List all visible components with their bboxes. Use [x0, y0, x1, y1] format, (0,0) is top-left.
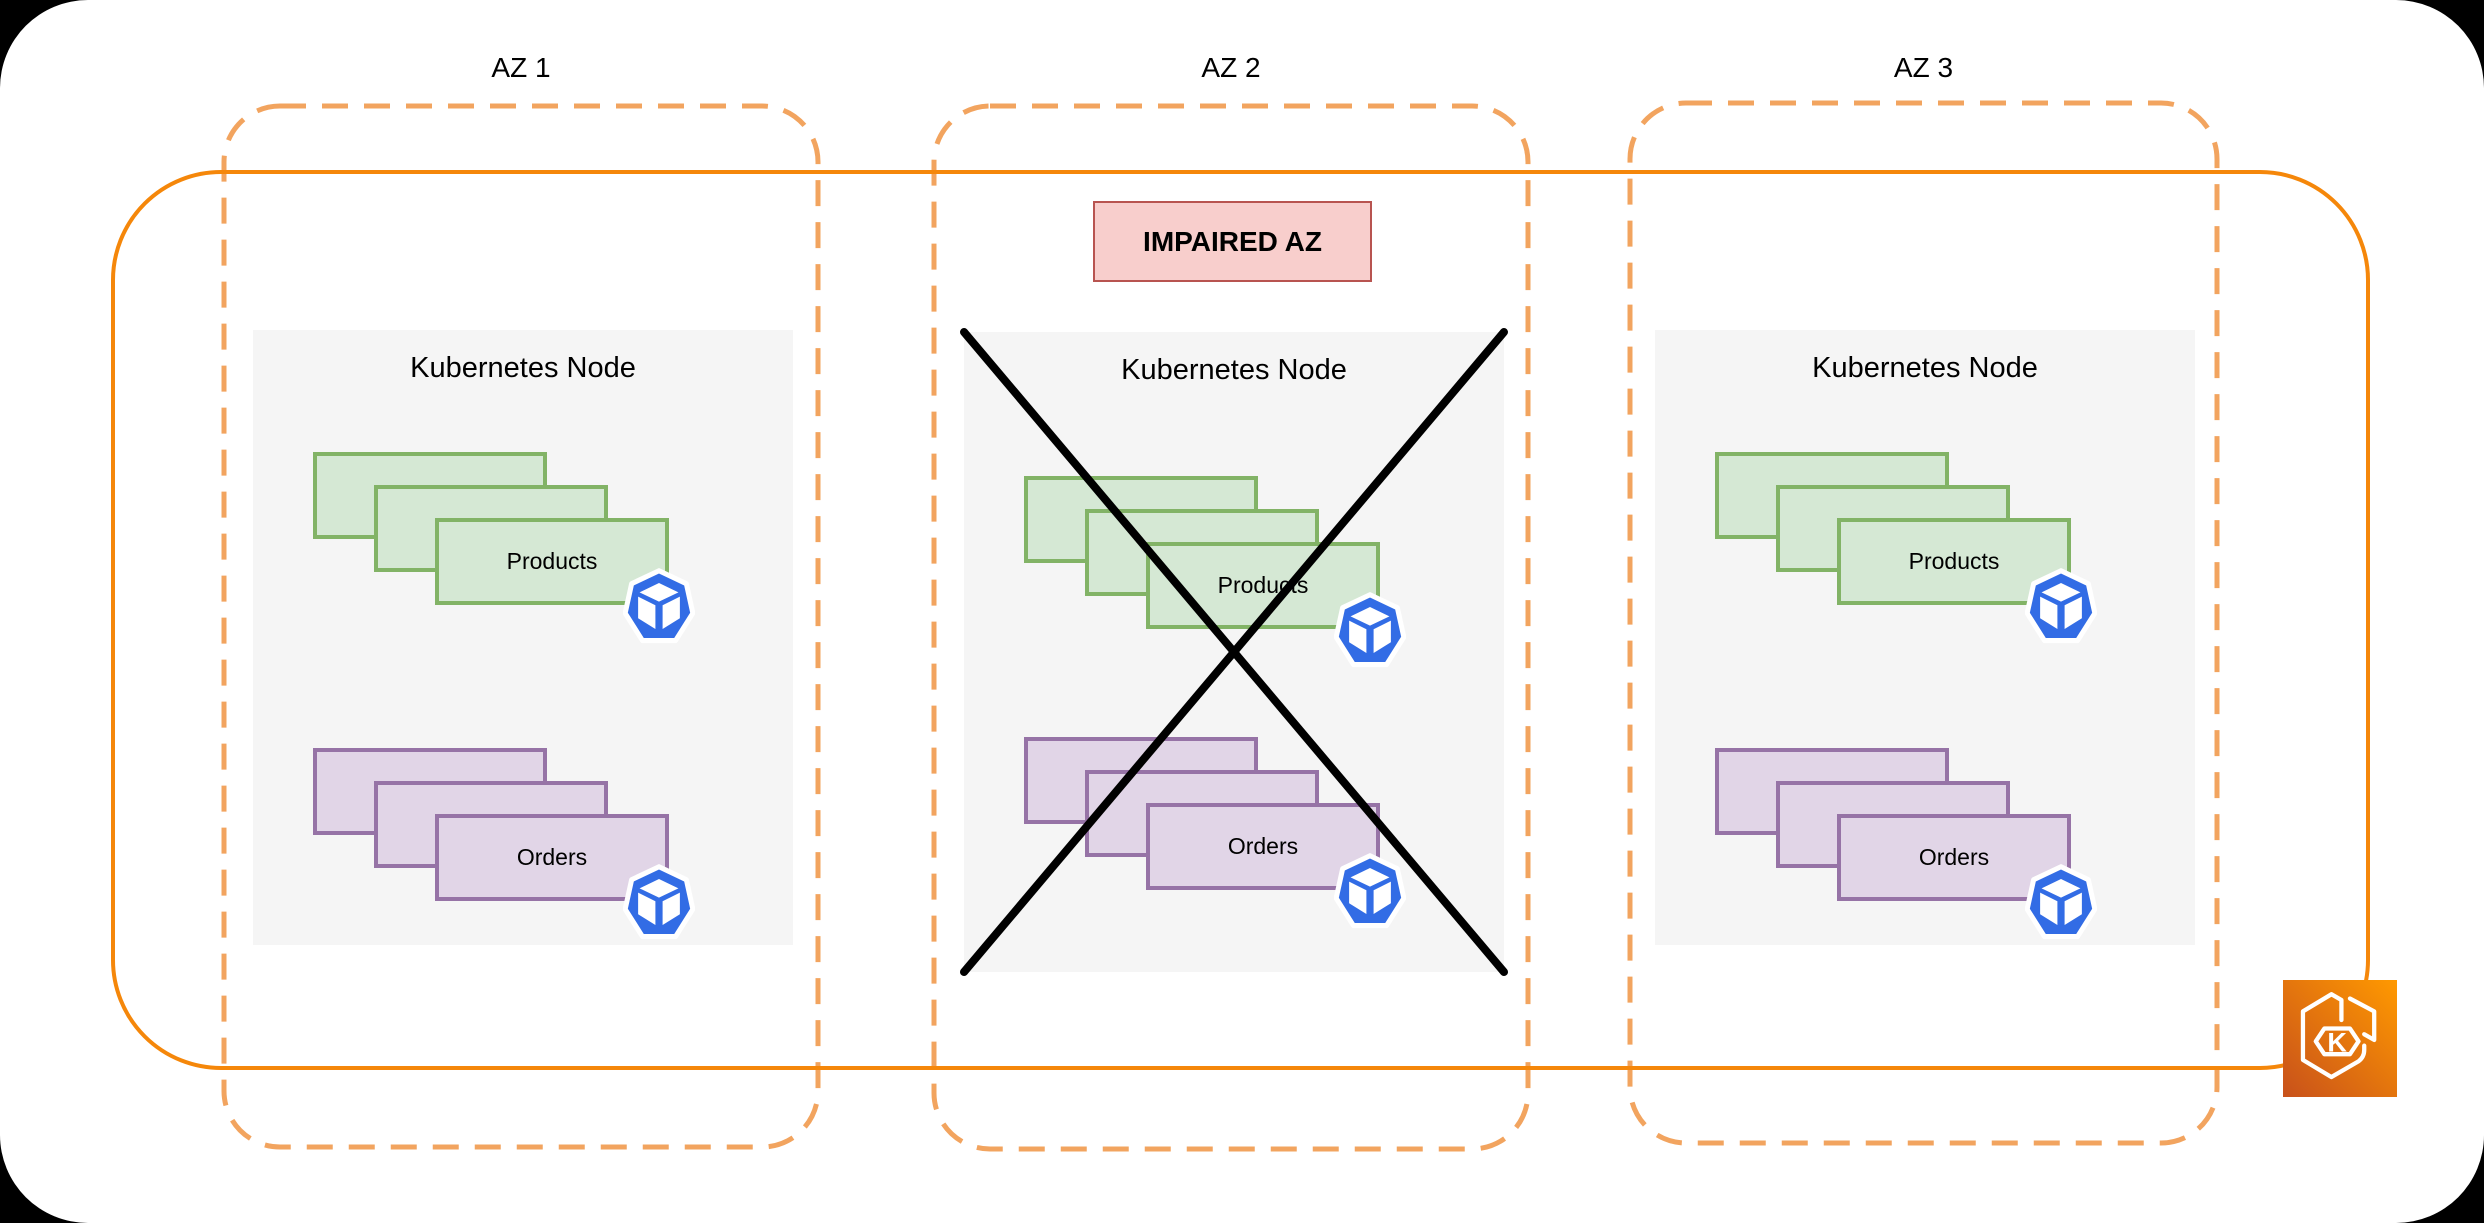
- az3-orders-label: Orders: [1918, 844, 1990, 870]
- eks-icon-letter: K: [2327, 1026, 2347, 1057]
- eks-cluster-boundary: [111, 170, 2370, 1070]
- impaired-az-cross-icon: [960, 328, 1508, 976]
- az1-products-card: Products: [435, 518, 669, 605]
- az1-orders-label: Orders: [516, 844, 588, 870]
- az2-node-title: Kubernetes Node: [1121, 354, 1347, 386]
- kubernetes-pod-icon: [2025, 568, 2097, 644]
- az1-orders-card: Orders: [435, 814, 669, 901]
- az1-node-title: Kubernetes Node: [410, 352, 636, 384]
- az3-label: AZ 3: [1893, 52, 1954, 83]
- amazon-eks-icon: K: [2283, 980, 2397, 1097]
- az2-orders-label: Orders: [1227, 833, 1299, 859]
- kubernetes-pod-icon: [1334, 592, 1406, 668]
- az2-dashed-boundary: [931, 103, 1531, 1152]
- az2-label: AZ 2: [1201, 52, 1261, 83]
- kubernetes-pod-icon: [2025, 864, 2097, 940]
- az3-products-label: Products: [1908, 548, 2000, 574]
- az1-kubernetes-node: Kubernetes Node Products Orders: [253, 330, 793, 945]
- kubernetes-pod-icon: [1334, 853, 1406, 929]
- az3-node-title: Kubernetes Node: [1812, 352, 2038, 384]
- az1-products-label: Products: [506, 548, 598, 574]
- kubernetes-pod-icon: [623, 568, 695, 644]
- az1-label: AZ 1: [491, 52, 551, 83]
- impaired-az-badge: IMPAIRED AZ: [1093, 201, 1372, 282]
- az3-dashed-boundary: [1627, 100, 2220, 1146]
- impaired-az-badge-text: IMPAIRED AZ: [1143, 225, 1322, 257]
- kubernetes-pod-icon: [623, 864, 695, 940]
- az1-dashed-boundary: [221, 103, 821, 1150]
- az3-kubernetes-node: Kubernetes Node Products Orders: [1655, 330, 2195, 945]
